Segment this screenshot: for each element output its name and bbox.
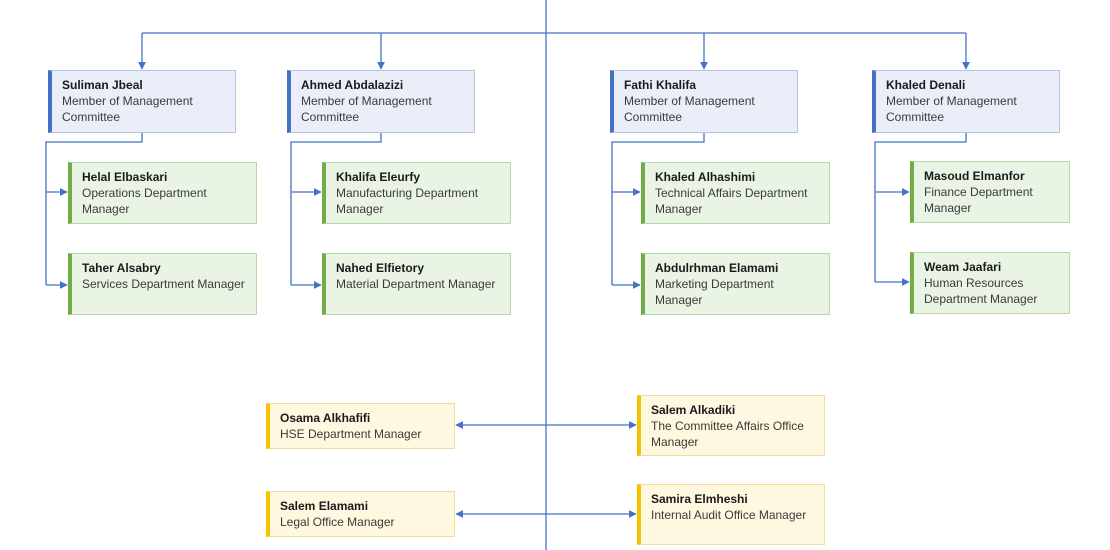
committee-node: Khaled Denali Member of Management Commi… xyxy=(872,70,1060,133)
committee-node: Ahmed Abdalazizi Member of Management Co… xyxy=(287,70,475,133)
department-node: Taher Alsabry Services Department Manage… xyxy=(68,253,257,315)
department-node: Khalifa Eleurfy Manufacturing Department… xyxy=(322,162,511,224)
office-node: Salem Elamami Legal Office Manager xyxy=(266,491,455,537)
department-manager-title: Services Department Manager xyxy=(82,277,245,291)
committee-member-name: Suliman Jbeal xyxy=(62,78,143,92)
committee-node: Suliman Jbeal Member of Management Commi… xyxy=(48,70,236,133)
department-manager-name: Khalifa Eleurfy xyxy=(336,170,421,184)
committee-member-title: Member of Management Committee xyxy=(624,94,755,124)
committee-member-name: Ahmed Abdalazizi xyxy=(301,78,404,92)
department-manager-name: Taher Alsabry xyxy=(82,261,161,275)
department-manager-name: Khaled Alhashimi xyxy=(655,170,756,184)
department-manager-title: Technical Affairs Department Manager xyxy=(655,186,808,216)
branch-trunk-line xyxy=(45,133,143,285)
department-node: Khaled Alhashimi Technical Affairs Depar… xyxy=(641,162,830,224)
branch-trunk-line xyxy=(611,133,705,285)
department-node: Nahed Elfietory Material Department Mana… xyxy=(322,253,511,315)
office-manager-name: Salem Elamami xyxy=(280,499,369,513)
committee-member-name: Fathi Khalifa xyxy=(624,78,697,92)
department-node: Abdulrhman Elamami Marketing Department … xyxy=(641,253,830,315)
department-manager-title: Marketing Department Manager xyxy=(655,277,774,307)
department-node: Helal Elbaskari Operations Department Ma… xyxy=(68,162,257,224)
committee-member-name: Khaled Denali xyxy=(886,78,966,92)
office-manager-title: The Committee Affairs Office Manager xyxy=(651,419,804,449)
office-manager-title: HSE Department Manager xyxy=(280,427,422,441)
committee-member-title: Member of Management Committee xyxy=(886,94,1017,124)
department-manager-title: Operations Department Manager xyxy=(82,186,207,216)
branch-trunk-line xyxy=(874,133,967,282)
branch-trunk-line xyxy=(290,133,382,285)
office-manager-name: Salem Alkadiki xyxy=(651,403,736,417)
department-manager-name: Nahed Elfietory xyxy=(336,261,425,275)
department-manager-title: Material Department Manager xyxy=(336,277,496,291)
department-node: Masoud Elmanfor Finance Department Manag… xyxy=(910,161,1070,223)
office-manager-title: Internal Audit Office Manager xyxy=(651,508,807,522)
department-manager-name: Weam Jaafari xyxy=(924,260,1002,274)
department-node: Weam Jaafari Human Resources Department … xyxy=(910,252,1070,314)
department-manager-title: Manufacturing Department Manager xyxy=(336,186,479,216)
office-manager-title: Legal Office Manager xyxy=(280,515,395,529)
committee-member-title: Member of Management Committee xyxy=(62,94,193,124)
department-manager-name: Helal Elbaskari xyxy=(82,170,168,184)
department-manager-title: Human Resources Department Manager xyxy=(924,276,1038,306)
department-manager-name: Masoud Elmanfor xyxy=(924,169,1025,183)
office-node: Samira Elmheshi Internal Audit Office Ma… xyxy=(637,484,825,545)
committee-member-title: Member of Management Committee xyxy=(301,94,432,124)
committee-node: Fathi Khalifa Member of Management Commi… xyxy=(610,70,798,133)
department-manager-name: Abdulrhman Elamami xyxy=(655,261,779,275)
office-node: Salem Alkadiki The Committee Affairs Off… xyxy=(637,395,825,456)
office-manager-name: Samira Elmheshi xyxy=(651,492,748,506)
office-manager-name: Osama Alkhafifi xyxy=(280,411,371,425)
department-manager-title: Finance Department Manager xyxy=(924,185,1033,215)
office-node: Osama Alkhafifi HSE Department Manager xyxy=(266,403,455,449)
